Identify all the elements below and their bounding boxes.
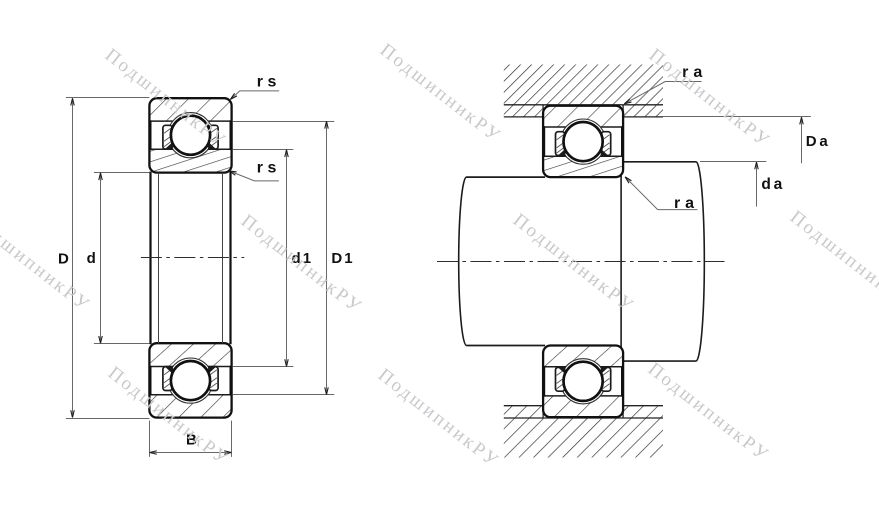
svg-text:D: D [58,250,72,267]
svg-text:ra: ra [682,64,707,81]
svg-text:ra: ra [674,195,699,212]
svg-text:da: da [761,176,785,193]
svg-text:d1: d1 [292,250,314,267]
svg-text:rs: rs [257,73,281,90]
svg-text:Da: Da [806,133,831,150]
svg-text:d: d [87,250,100,267]
svg-text:D1: D1 [331,250,354,267]
svg-text:rs: rs [257,160,281,177]
svg-text:B: B [186,432,200,449]
